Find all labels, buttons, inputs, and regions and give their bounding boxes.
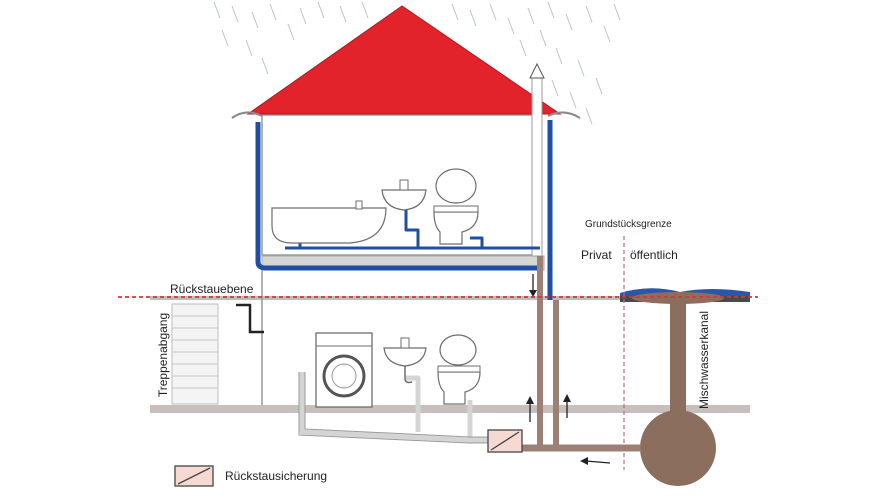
sewer [632,292,724,486]
basement-drain-pipes-outline [298,372,490,444]
bathtub [271,200,387,244]
roof [246,5,562,115]
gutter-right [547,111,581,119]
legend-backflow-icon [174,465,214,487]
private-label: Privat [581,248,612,262]
wastewater-pipes [500,256,640,452]
flow-arrows [526,274,611,465]
basement-floor [150,405,750,413]
upper-toilet [433,168,479,245]
public-label: öffentlich [630,248,678,262]
ground-line [150,296,750,300]
property-boundary-label: Grundstücksgrenze [585,219,672,230]
rainwater-pipes [255,120,553,300]
upper-sink [381,179,427,211]
rain [213,1,621,125]
washing-machine [315,332,373,408]
stairwell-label: Treppenabgang [156,312,170,398]
stairwell [171,303,219,405]
sewer-label: Mischwasserkanal [697,310,711,410]
legend-label: Rückstausicherung [225,469,328,483]
backflow-preventer [487,429,523,453]
basement-sink [383,337,427,384]
vent-arrow-icon [529,62,545,79]
vent-stack [531,77,543,257]
stair-drain-pipe [236,303,264,334]
basement-drain-pipes [299,372,490,443]
backflow-level-label: Rückstauebene [170,282,254,296]
basement-toilet [437,334,481,405]
gutter-left [231,111,263,119]
